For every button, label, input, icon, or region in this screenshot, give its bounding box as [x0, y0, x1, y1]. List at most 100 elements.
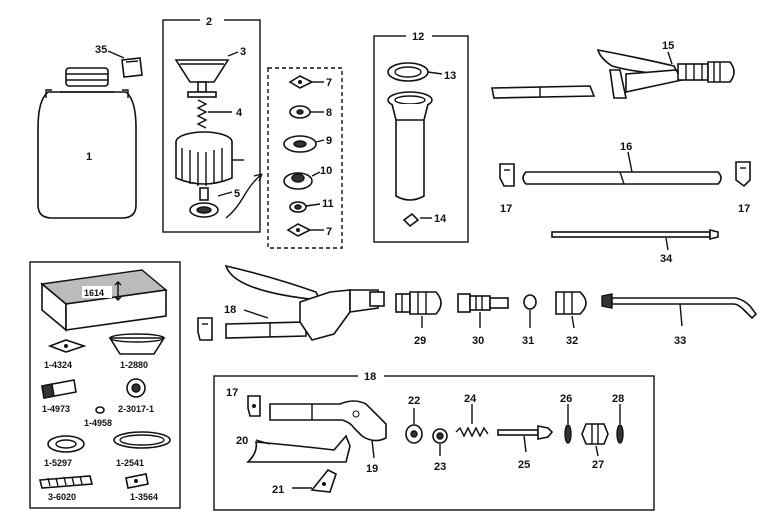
- pump-assembly-part-3: [174, 59, 230, 98]
- label-15: 15: [662, 40, 674, 52]
- label-2: 2: [206, 16, 212, 28]
- oring-part-26: [564, 424, 572, 444]
- kit-part-1-3564: [125, 473, 149, 489]
- part-14: [402, 212, 420, 228]
- connector-part-29: [395, 291, 442, 315]
- group-2-label-bg: [200, 14, 224, 26]
- leader-34: [665, 237, 669, 251]
- label-32: 32: [566, 335, 578, 347]
- spring-part-4: [196, 99, 208, 129]
- coupling-part-30: [457, 293, 509, 313]
- wand-part-33: [601, 293, 758, 320]
- kit-frame: [29, 261, 181, 509]
- kit-label-2-3017-1: 2-3017-1: [118, 404, 154, 414]
- kit-label-1-4324: 1-4324: [44, 360, 72, 370]
- leader-18a: [243, 309, 269, 319]
- label-18b: 18: [364, 371, 376, 383]
- nozzle-part-32: [555, 291, 587, 315]
- label-26: 26: [560, 393, 572, 405]
- seals-stack: [283, 75, 317, 237]
- valve-part-5: [189, 202, 219, 218]
- label-9: 9: [326, 135, 332, 147]
- leader-13: [427, 71, 443, 75]
- label-5: 5: [234, 188, 240, 200]
- label-21: 21: [272, 484, 284, 496]
- label-20: 20: [236, 435, 248, 447]
- pump-cylinder: [175, 131, 233, 201]
- label-17a: 17: [500, 203, 512, 215]
- handle-body-part-19: [269, 400, 387, 442]
- arrow-to-kit: [225, 173, 263, 219]
- kit-label-1-4958: 1-4958: [84, 418, 112, 428]
- trigger-handle-part-18: [224, 264, 385, 341]
- cap-part-35: [121, 57, 143, 78]
- trigger-part-21: [310, 468, 337, 493]
- shutoff-handle-part-15: [491, 48, 735, 99]
- leader-32: [571, 315, 575, 329]
- nut-part-27: [581, 423, 609, 445]
- kit-arrow: [114, 281, 122, 301]
- label-8: 8: [326, 107, 332, 119]
- leader-10: [311, 171, 321, 177]
- label-33: 33: [674, 335, 686, 347]
- label-27: 27: [592, 459, 604, 471]
- leader-25: [523, 435, 527, 453]
- extension-part-16: [522, 171, 722, 185]
- label-34: 34: [660, 253, 673, 265]
- leader-9: [315, 139, 325, 143]
- washer-part-23: [432, 428, 448, 444]
- group-18-frame: [213, 375, 655, 511]
- stem-part-25: [497, 425, 554, 440]
- label-12: 12: [412, 31, 424, 43]
- ring-part-13: [387, 62, 429, 82]
- leader-16: [627, 151, 633, 173]
- kit-part-1-4324: [47, 339, 87, 353]
- kit-label-3-6020: 3-6020: [48, 492, 76, 502]
- label-30: 30: [472, 335, 484, 347]
- lever-part-20: [246, 434, 351, 463]
- tank-part-1: [37, 67, 137, 219]
- washer-part-31: [523, 294, 537, 310]
- group-18-label-bg: [358, 370, 384, 382]
- kit-label-1-5297: 1-5297: [44, 458, 72, 468]
- kit-part-1-2541: [113, 431, 171, 449]
- label-18a: 18: [224, 304, 236, 316]
- leader-20: [255, 439, 271, 445]
- kit-label-box: 1614: [84, 288, 104, 298]
- label-22: 22: [408, 395, 420, 407]
- clip-part-17b: [735, 161, 751, 188]
- label-11: 11: [322, 198, 334, 210]
- kit-part-2-3017-1: [126, 378, 146, 398]
- seals-group-frame: [267, 67, 343, 249]
- label-25: 25: [518, 459, 530, 471]
- washer-part-22: [405, 424, 423, 444]
- leader-11: [305, 203, 321, 207]
- kit-label-1-3564: 1-3564: [130, 492, 158, 502]
- group-12-label-bg: [406, 30, 432, 42]
- kit-part-1-5297: [47, 435, 85, 453]
- label-3: 3: [240, 46, 246, 58]
- arrow-head: [253, 173, 263, 182]
- clip-part-17d: [247, 395, 261, 417]
- kit-part-3-6020: [38, 475, 94, 489]
- label-17b: 17: [738, 203, 750, 215]
- label-7a: 7: [326, 77, 332, 89]
- label-29: 29: [414, 335, 426, 347]
- label-19: 19: [366, 463, 378, 475]
- oring-part-28: [616, 424, 624, 444]
- leader-19: [371, 439, 375, 459]
- leader-27: [595, 445, 599, 457]
- label-7b: 7: [326, 226, 332, 238]
- label-4: 4: [236, 107, 243, 119]
- kit-part-1-4973: [41, 379, 77, 399]
- label-28: 28: [612, 393, 624, 405]
- kit-label-1-2880: 1-2880: [120, 360, 148, 370]
- label-1: 1: [86, 151, 92, 163]
- clip-part-17a: [499, 163, 515, 187]
- leader-15: [667, 51, 673, 65]
- kit-part-1-4958: [95, 406, 105, 414]
- label-31: 31: [522, 335, 534, 347]
- leader-3: [227, 51, 239, 57]
